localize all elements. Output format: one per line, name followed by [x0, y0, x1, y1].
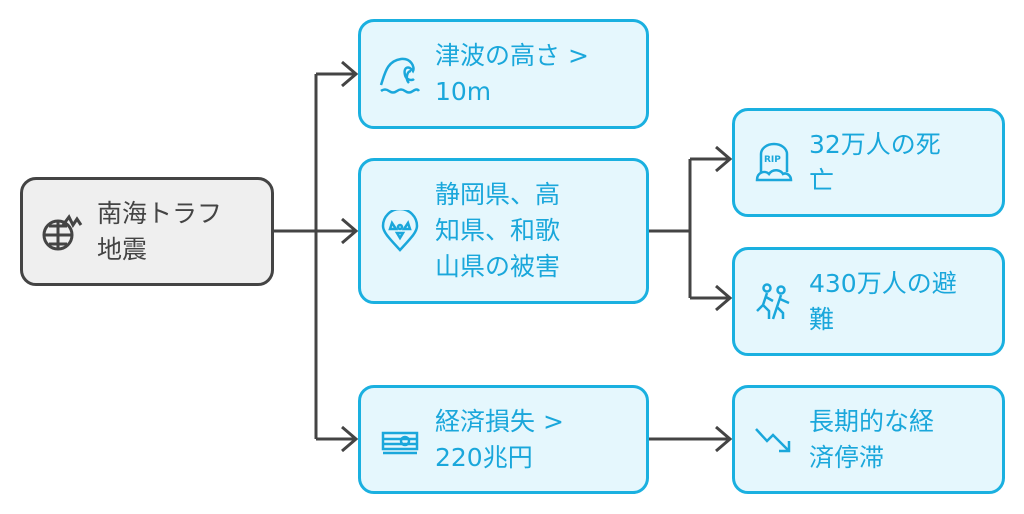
- connector-to-stagnation: [648, 425, 733, 453]
- svg-text:RIP: RIP: [764, 155, 781, 165]
- node-root[interactable]: 南海トラフ 地震: [20, 177, 274, 286]
- node-stagnation[interactable]: 長期的な経 済停滞: [732, 385, 1005, 494]
- trend-down-icon: [755, 427, 791, 452]
- radiation-pin-icon: [381, 210, 419, 252]
- node-label: 南海トラフ 地震: [97, 198, 223, 264]
- connector-to-deaths: [690, 145, 733, 173]
- node-label: 長期的な経 済停滞: [809, 406, 935, 472]
- connector-damage: [648, 159, 692, 298]
- node-deaths[interactable]: RIP 32万人の死 亡: [732, 108, 1005, 217]
- connector-to-damage: [316, 217, 359, 245]
- connector-root: [273, 74, 318, 439]
- node-economic[interactable]: 経済損失 > 220兆円: [358, 385, 649, 494]
- wave-icon: [379, 57, 421, 94]
- node-label: 32万人の死 亡: [809, 129, 941, 195]
- globe-seismic-icon: [42, 213, 83, 250]
- connector-to-tsunami: [316, 60, 359, 88]
- money-stack-icon: [381, 431, 419, 454]
- node-label: 津波の高さ > 10m: [435, 41, 589, 106]
- people-running-icon: [756, 282, 790, 319]
- node-label: 経済損失 > 220兆円: [435, 406, 564, 472]
- tombstone-rip-icon: RIP: [755, 142, 793, 181]
- node-label: 静岡県、高 知県、和歌 山県の被害: [435, 180, 561, 281]
- connector-to-economic: [316, 425, 359, 453]
- node-tsunami[interactable]: 津波の高さ > 10m: [358, 19, 649, 129]
- node-evacuation[interactable]: 430万人の避 難: [732, 247, 1005, 356]
- node-label: 430万人の避 難: [809, 268, 957, 334]
- node-damage[interactable]: 静岡県、高 知県、和歌 山県の被害: [358, 158, 649, 304]
- connector-to-evacuation: [690, 284, 733, 312]
